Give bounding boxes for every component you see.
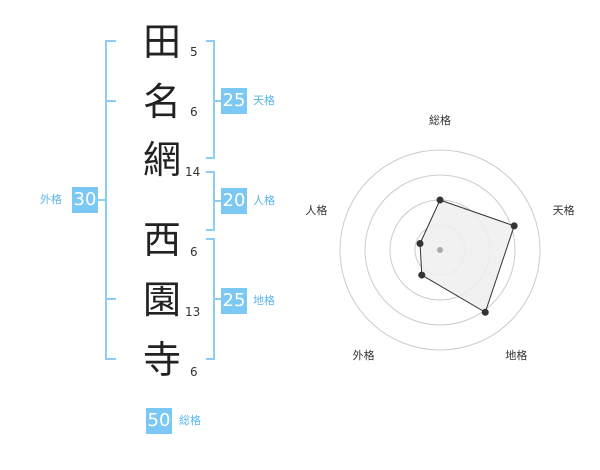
jinkaku-value: 20 [221, 188, 247, 214]
tenkaku-value: 25 [221, 88, 247, 114]
name-char-6: 寺 [142, 338, 181, 382]
chikaku-value: 25 [221, 288, 247, 314]
stroke-count-4: 6 [190, 245, 198, 259]
radar-point-5 [416, 240, 424, 248]
name-char-4: 西 [142, 218, 181, 262]
radar-axis-label-3: 地格 [505, 348, 527, 362]
radar-axis-label-5: 人格 [305, 203, 327, 217]
tenkaku-label: 天格 [253, 94, 275, 107]
chikaku-label: 地格 [253, 294, 275, 307]
radar-axis-label-1: 総格 [429, 113, 451, 127]
radar-ring [364, 174, 516, 326]
stroke-count-3: 14 [185, 165, 201, 179]
jinkaku-label: 人格 [253, 194, 275, 207]
stroke-count-5: 13 [185, 305, 201, 319]
radar-ring [339, 149, 541, 351]
radar-area [419, 199, 515, 314]
soukaku-label: 総格 [179, 414, 201, 427]
name-char-2: 名 [142, 80, 181, 124]
stroke-count-6: 6 [190, 365, 198, 379]
soukaku-value: 50 [146, 408, 172, 434]
gaikaku-value: 30 [72, 187, 98, 213]
radar-axis-label-4: 外格 [353, 348, 375, 362]
name-char-5: 園 [142, 278, 181, 322]
radar-point-4 [418, 271, 426, 279]
radar-axis-label-2: 天格 [553, 203, 575, 217]
name-char-3: 網 [142, 138, 181, 182]
radar-point-3 [481, 308, 489, 316]
radar-point-2 [510, 222, 518, 230]
gaikaku-label: 外格 [40, 193, 62, 206]
name-char-1: 田 [142, 20, 181, 64]
radar-center [437, 247, 443, 253]
radar-point-1 [436, 196, 444, 204]
stroke-count-2: 6 [190, 105, 198, 119]
tenkaku-bracket [206, 40, 215, 159]
stroke-count-1: 5 [190, 45, 198, 59]
